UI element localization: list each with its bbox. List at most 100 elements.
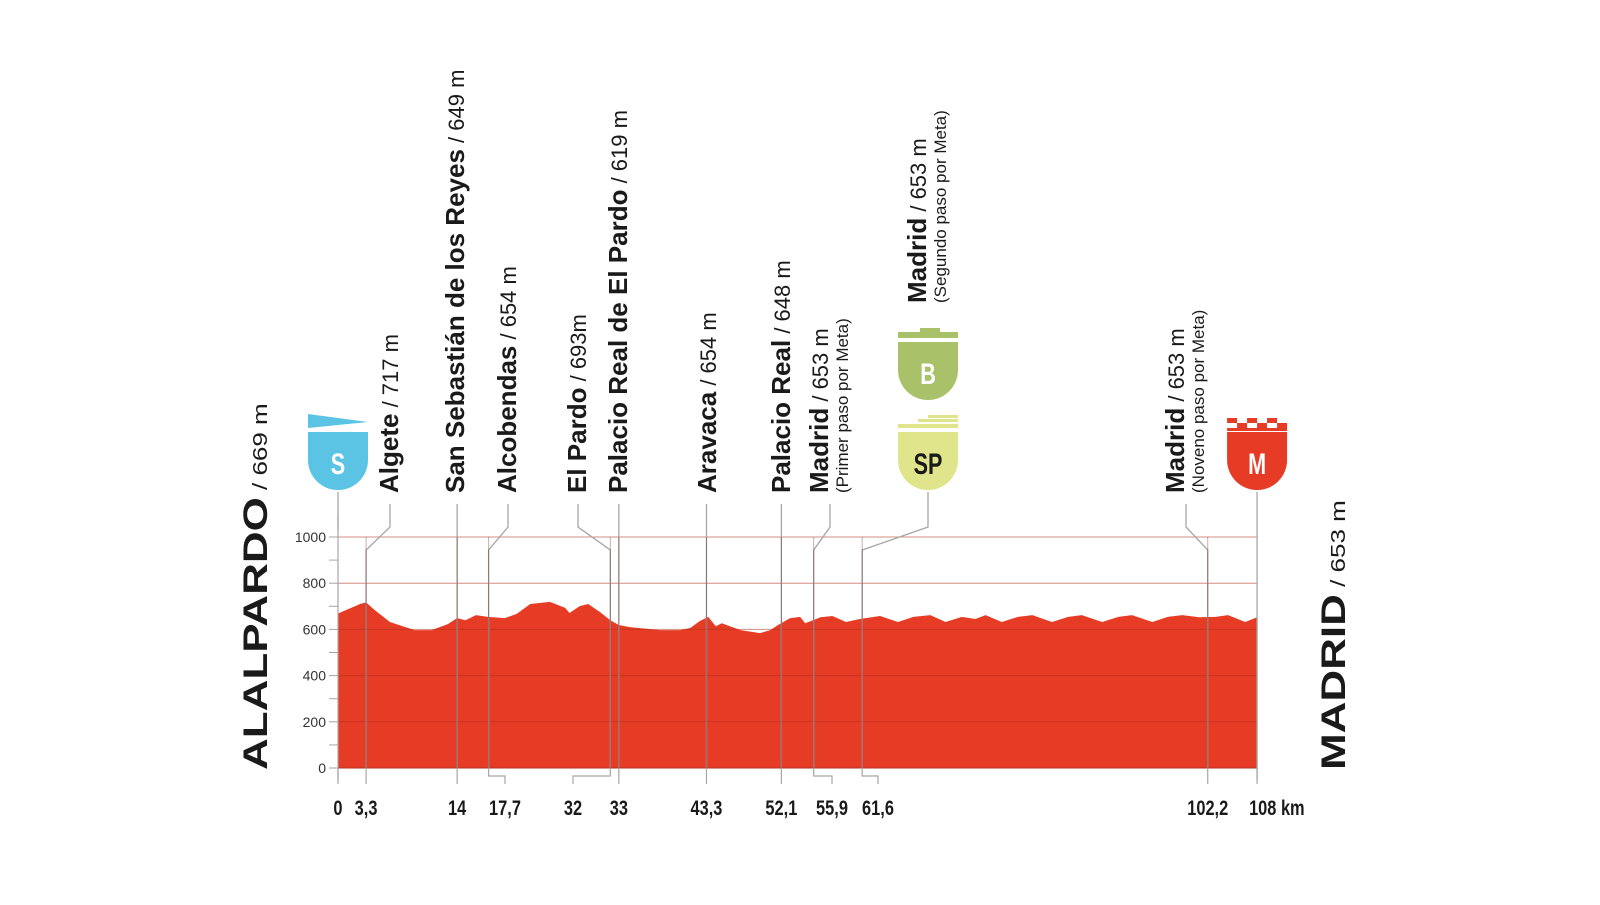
elevation-profile-area (338, 601, 1258, 768)
finish-town-label-name: MADRID (1315, 594, 1353, 770)
start-town-label-text: ALALPARDO / 669 m (237, 403, 275, 770)
bonus-band-icon (898, 332, 958, 338)
waypoint-name: Madrid (1160, 408, 1190, 493)
waypoint-name: Madrid (804, 408, 834, 493)
bonus-b-icon: B (898, 328, 958, 400)
waypoint-name-text: Alcobendas / 654 m (492, 266, 522, 493)
waypoint-label: Madrid / 653 m(Segundo paso por Meta) (902, 110, 950, 303)
waypoint-label: Aravaca / 654 m (692, 312, 722, 493)
waypoint-label: Alcobendas / 654 m (492, 266, 522, 493)
finish-m-icon: M (1227, 418, 1288, 491)
checker-icon (1237, 423, 1248, 428)
x-tick-label: 14 (448, 796, 467, 819)
leader-line (365, 504, 391, 768)
waypoint-elevation: / 654 m (496, 266, 521, 345)
checker-icon (1277, 423, 1288, 428)
waypoint-name-text: Algete / 717 m (374, 334, 404, 493)
waypoint-label: El Pardo / 693m (562, 314, 592, 493)
x-tick-label: 102,2 (1187, 796, 1228, 819)
leader-line (487, 504, 509, 768)
y-tick-label: 1000 (295, 529, 326, 545)
start-town-label: ALALPARDO / 669 m (237, 403, 275, 770)
waypoint-labels: Algete / 717 m San Sebastián de los Reyes… (374, 70, 1208, 493)
y-tick-label: 200 (303, 714, 327, 730)
waypoint-label: Madrid / 653 m(Noveno paso por Meta) (1160, 310, 1208, 493)
waypoint-label: Palacio Real de El Pardo / 619 m (603, 110, 633, 493)
x-tick-leader (861, 768, 879, 784)
waypoint-elevation: / 619 m (607, 110, 632, 189)
waypoint-label: Palacio Real / 648 m (766, 260, 796, 493)
waypoint-name: Palacio Real de El Pardo (603, 190, 633, 493)
waypoint-note: (Primer paso por Meta) (833, 318, 852, 493)
start-town-label-elevation: / 669 m (249, 403, 272, 497)
waypoint-name-text: Madrid / 653 m (902, 138, 932, 303)
waypoint-name-text: Palacio Real / 648 m (766, 260, 796, 493)
x-tick-label: 55,9 (816, 796, 848, 819)
bonus-cap-icon (920, 328, 940, 333)
leader-line (1185, 504, 1209, 768)
checker-icon (1247, 418, 1258, 423)
waypoint-name-text: Palacio Real de El Pardo / 619 m (603, 110, 633, 493)
x-tick-label: 32 (564, 796, 582, 819)
waypoint-name: Algete (374, 414, 404, 493)
x-tick-leader (488, 768, 506, 784)
waypoint-name: Alcobendas (492, 346, 522, 493)
waypoint-name-text: El Pardo / 693m (562, 314, 592, 493)
checker-band-icon (1227, 428, 1288, 431)
x-tick-label: 3,3 (355, 796, 378, 819)
waypoint-elevation: / 654 m (696, 312, 721, 391)
shield-letter: S (331, 446, 345, 480)
finish-town-label-text: MADRID / 653 m (1315, 500, 1353, 770)
sprint-stripe-icon (898, 424, 958, 428)
x-tick-label: 43,3 (691, 796, 723, 819)
start-town-label-name: ALALPARDO (237, 497, 275, 770)
waypoint-elevation: / 649 m (444, 70, 469, 149)
waypoint-elevation: / 653 m (906, 138, 931, 217)
waypoint-name-text: Madrid / 653 m (804, 328, 834, 493)
finish-town-label-elevation: / 653 m (1327, 500, 1350, 594)
x-tick-leader (572, 768, 611, 784)
waypoint-name: Madrid (902, 218, 932, 303)
waypoint-note: (Noveno paso por Meta) (1189, 310, 1208, 493)
shield-shape-icon (308, 432, 368, 490)
x-tick-label: 17,7 (489, 796, 521, 819)
waypoint-elevation: / 693m (566, 314, 591, 387)
shield-letter: M (1248, 446, 1266, 480)
start-finish-labels: ALALPARDO / 669 m MADRID / 653 m (237, 403, 1353, 770)
x-tick-label: 108 km (1249, 796, 1305, 819)
waypoint-note: (Segundo paso por Meta) (931, 110, 950, 303)
waypoint-elevation: / 648 m (770, 260, 795, 339)
start-s-icon: S (308, 414, 368, 490)
waypoint-elevation: / 653 m (808, 328, 833, 407)
waypoint-leader-lines (337, 492, 1258, 780)
leader-line (813, 504, 831, 768)
waypoint-name-text: Aravaca / 654 m (692, 312, 722, 493)
leader-line (577, 504, 611, 768)
checker-icon (1267, 418, 1278, 423)
shield-shape-icon (898, 342, 958, 400)
waypoint-name: El Pardo (562, 388, 592, 493)
waypoint-elevation: / 717 m (378, 334, 403, 413)
x-tick-label: 0 (333, 796, 342, 819)
checker-icon (1227, 418, 1238, 423)
y-tick-label: 400 (303, 668, 327, 684)
waypoint-name: Aravaca (692, 391, 722, 493)
shield-letter: SP (914, 446, 943, 480)
checker-icon (1257, 423, 1268, 428)
shield-letter: B (920, 356, 936, 390)
waypoint-elevation: / 653 m (1164, 328, 1189, 407)
flag-pennant-icon (308, 414, 368, 428)
gridlines-overlay (338, 536, 1258, 769)
x-tick-label: 52,1 (765, 796, 797, 819)
shield-shape-icon (898, 432, 958, 490)
x-tick-leader (813, 768, 833, 784)
shield-shape-icon (1227, 432, 1288, 491)
waypoint-name-text: Madrid / 653 m (1160, 328, 1190, 493)
waypoint-label: Algete / 717 m (374, 334, 404, 493)
x-tick-label: 61,6 (862, 796, 894, 819)
waypoint-label: San Sebastián de los Reyes / 649 m (440, 70, 470, 493)
waypoint-name: San Sebastián de los Reyes (440, 149, 470, 493)
